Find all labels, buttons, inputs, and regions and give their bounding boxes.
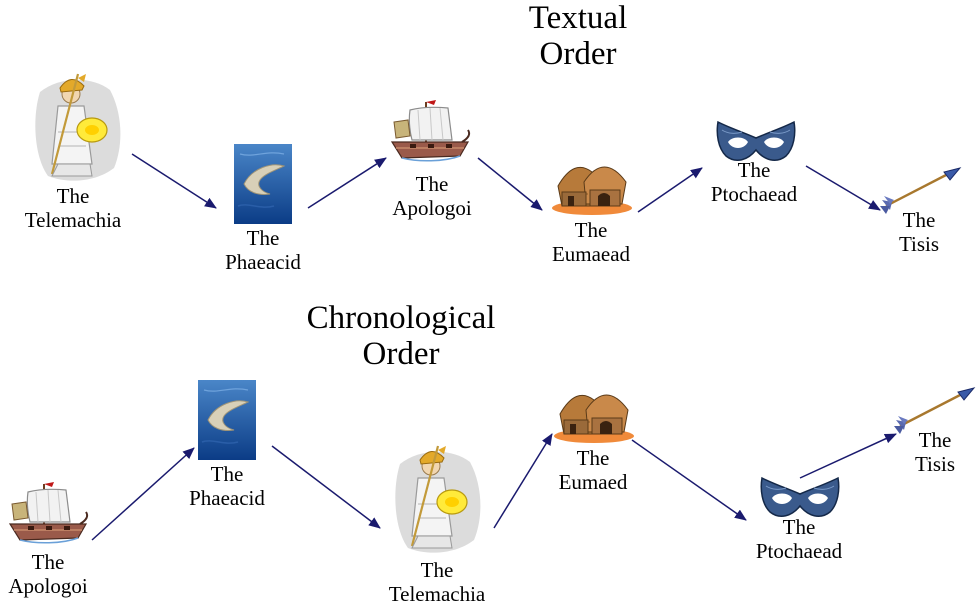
node-label-eumaed: The Eumaed [538, 446, 648, 494]
label-line: The [56, 184, 90, 208]
node-label-tisis: The Tisis [900, 428, 970, 476]
connector-arrow [493, 433, 553, 529]
node-label-phaeacid: The Phaeacid [208, 226, 318, 274]
label-line: The [210, 462, 244, 486]
label-line: The [782, 515, 816, 539]
node-label-telemachia: The Telemachia [8, 184, 138, 232]
label-line: Ptochaead [755, 539, 843, 563]
label-line: Apologoi [392, 196, 472, 220]
textual-order-title: Textual Order [480, 0, 676, 72]
node-label-ptochaead: The Ptochaead [742, 515, 856, 563]
label-line: The [576, 446, 610, 470]
connector-arrow [91, 447, 195, 541]
connector-arrow [631, 439, 747, 521]
connector-arrow [805, 165, 881, 211]
label-line: Telemachia [24, 208, 122, 232]
label-line: Eumaed [558, 470, 628, 494]
connector-arrow [271, 445, 381, 529]
title-line: Order [539, 36, 617, 72]
connector-arrow [477, 157, 543, 211]
label-line: The [574, 218, 608, 242]
title-line: Order [362, 336, 440, 372]
label-line: Eumaead [551, 242, 631, 266]
connector-arrow [131, 153, 217, 209]
label-line: The [420, 558, 454, 582]
connector-arrow [637, 167, 703, 213]
node-label-ptochaead: The Ptochaead [698, 158, 810, 206]
node-label-apologoi: The Apologoi [378, 172, 486, 220]
label-line: The [737, 158, 771, 182]
node-label-eumaead: The Eumaead [536, 218, 646, 266]
title-line: Textual [528, 0, 628, 36]
node-label-phaeacid: The Phaeacid [172, 462, 282, 510]
node-label-telemachia: The Telemachia [372, 558, 502, 606]
node-label-apologoi: The Apologoi [0, 550, 96, 598]
label-line: The [415, 172, 449, 196]
connector-arrow [799, 433, 897, 479]
label-line: Phaeacid [225, 250, 301, 274]
label-line: Ptochaead [710, 182, 798, 206]
label-line: Tisis [898, 232, 940, 256]
connector-arrow [307, 157, 387, 209]
label-line: Apologoi [8, 574, 88, 598]
label-line: Telemachia [388, 582, 486, 606]
label-line: Phaeacid [189, 486, 265, 510]
label-line: Tisis [914, 452, 956, 476]
label-line: The [918, 428, 952, 452]
node-label-tisis: The Tisis [884, 208, 954, 256]
chronological-order-title: Chronological Order [270, 300, 532, 372]
label-line: The [902, 208, 936, 232]
label-line: The [246, 226, 280, 250]
label-line: The [31, 550, 65, 574]
title-line: Chronological [306, 300, 496, 336]
